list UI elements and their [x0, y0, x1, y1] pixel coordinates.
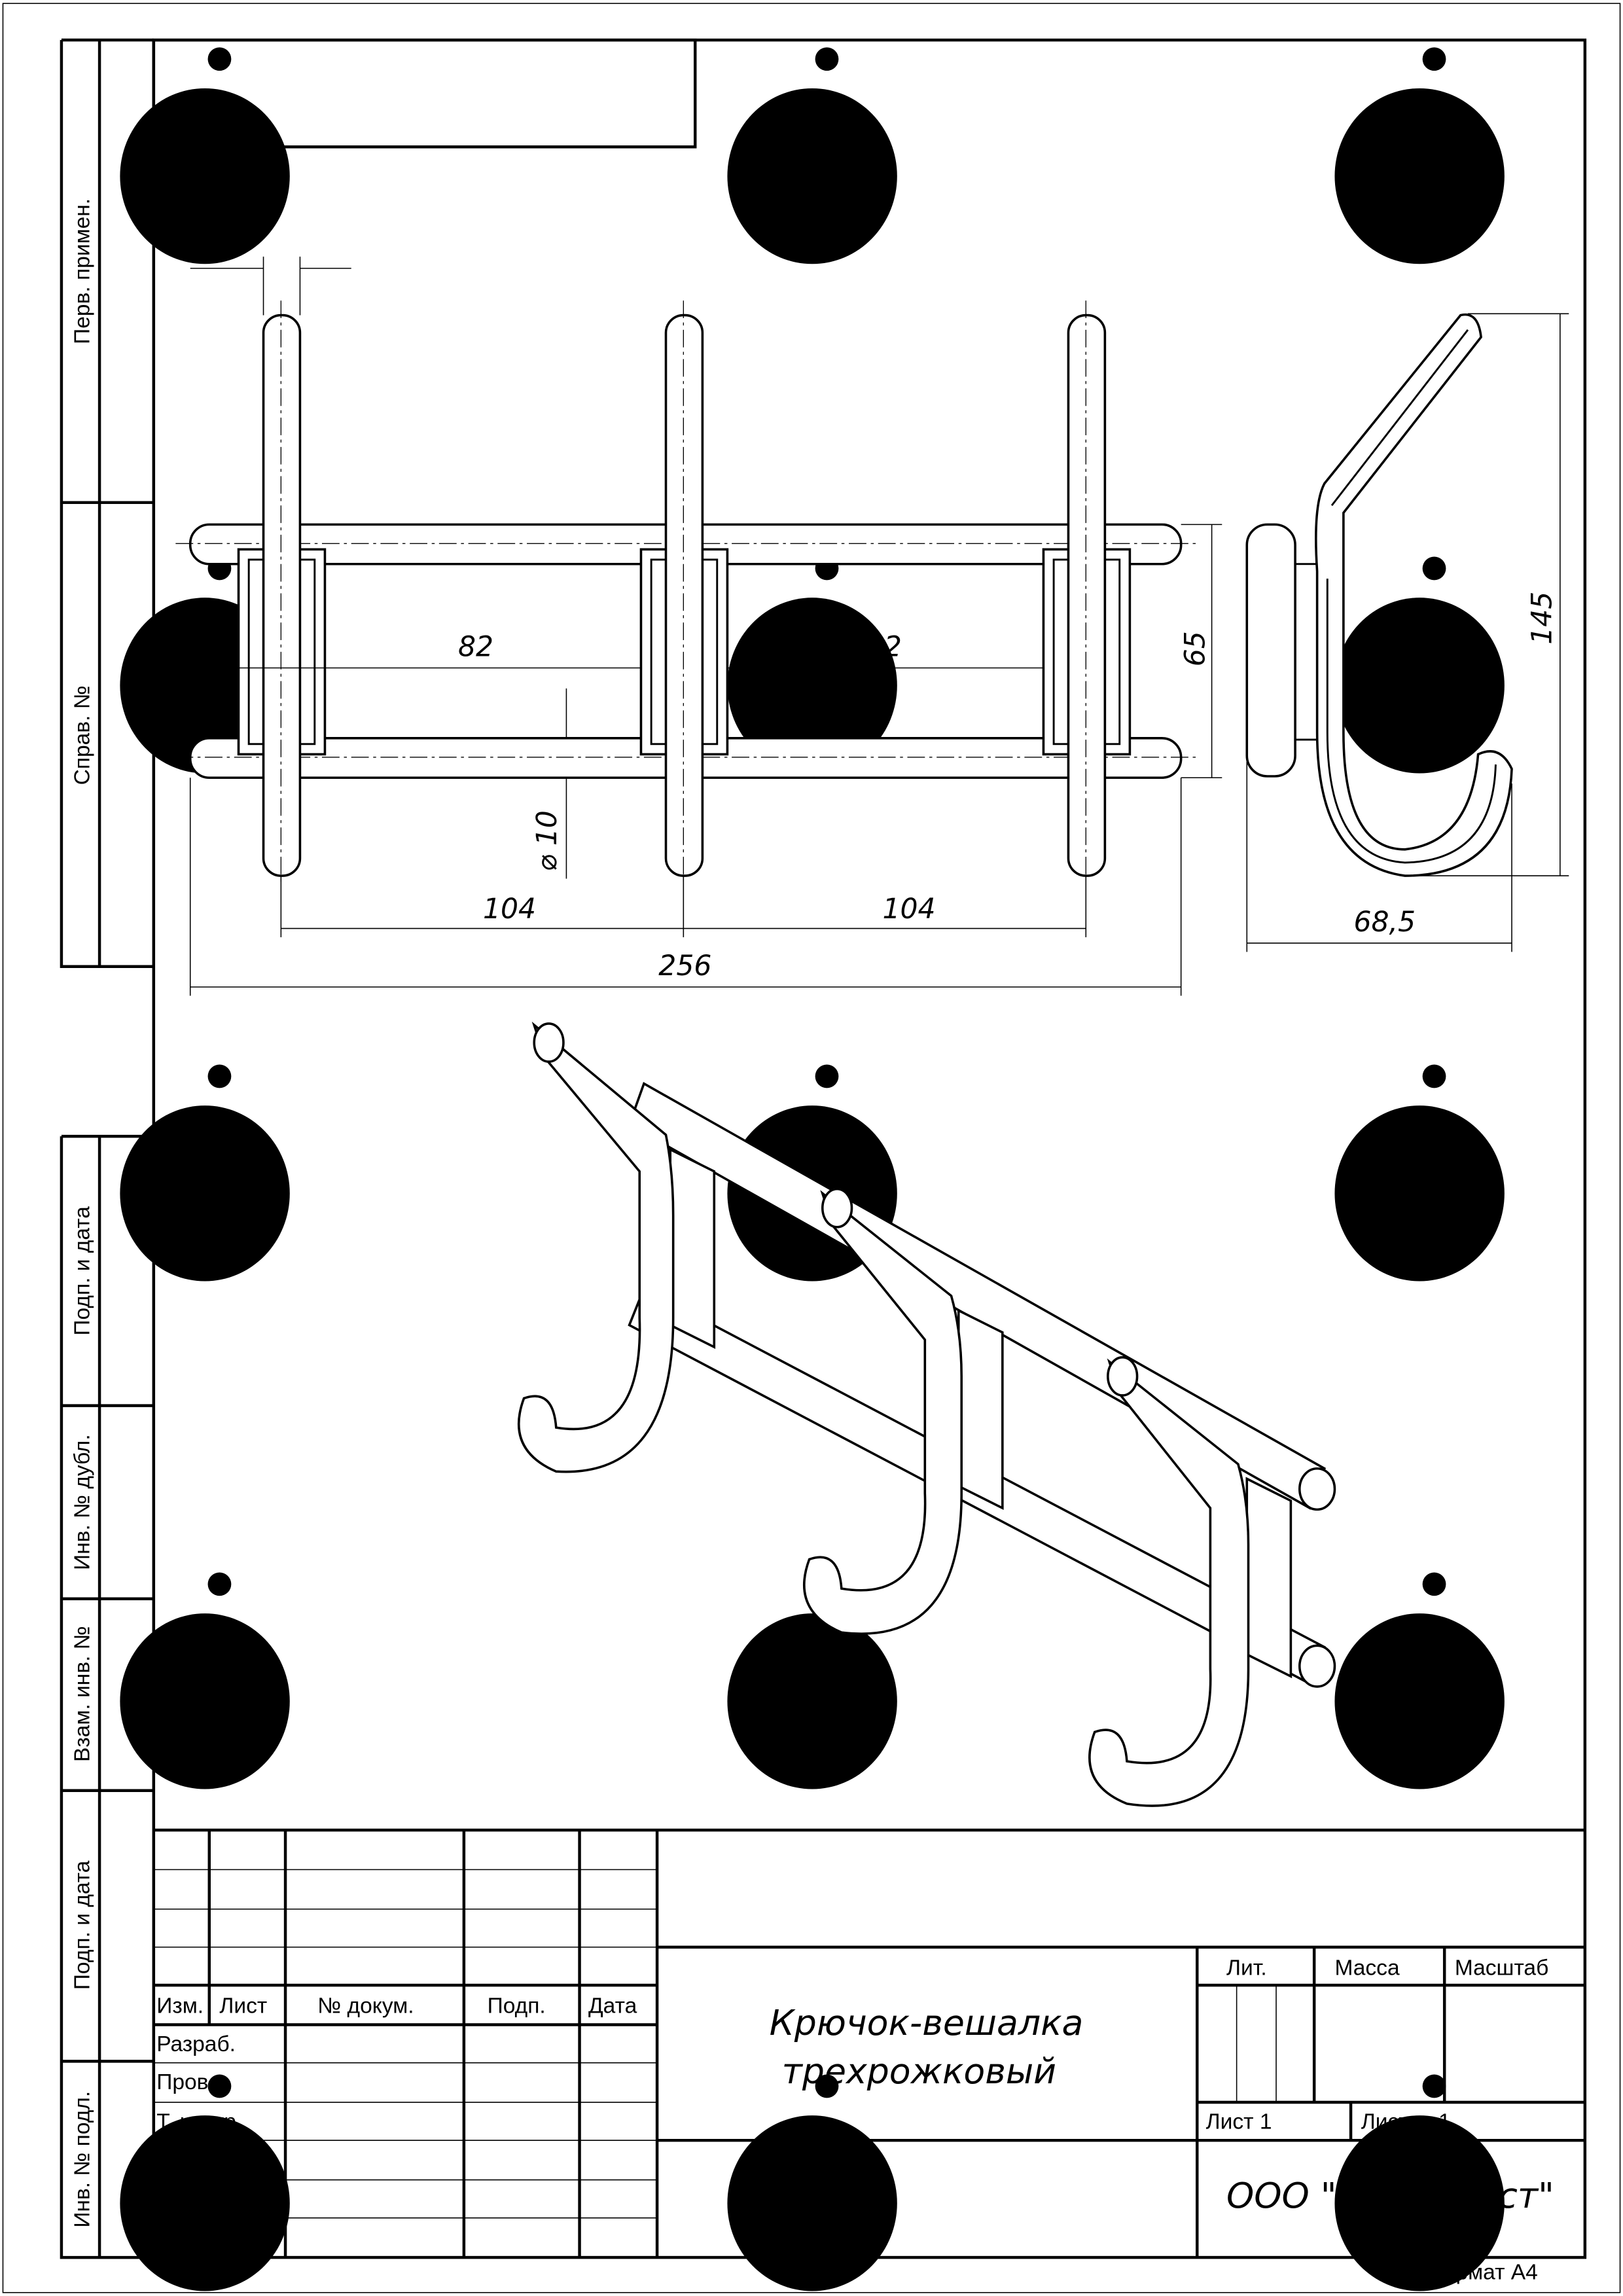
dim-side-depth: 68,5: [1354, 906, 1416, 939]
dim-side-height: 145: [1526, 592, 1558, 645]
front-dimensions: 10 22 82 82 65 ⌀ 10 104 104 256: [183, 233, 1222, 996]
header-doc-no: № докум.: [317, 1994, 414, 2018]
metallist-logo-icon: [120, 47, 290, 264]
dim-height: 65: [1179, 631, 1211, 666]
dim-plate-offset: 22: [186, 632, 221, 664]
format-label: Формат А4: [1427, 2261, 1537, 2285]
metallist-logo-icon: [1334, 1572, 1505, 1789]
stamp-vzam-inv: Взам. инв. №: [70, 1626, 94, 1762]
side-stamps: Перв. примен. Справ. № Подп. и дата Инв.…: [70, 198, 94, 2228]
metallist-logo-icon: [120, 1572, 290, 1789]
front-view: [175, 300, 1200, 886]
label-lit: Лит.: [1226, 1956, 1267, 1980]
drawing-title-line2: трехрожковый: [782, 2051, 1056, 2092]
dim-hook-width: 10: [200, 233, 236, 265]
role-prov: Пров.: [156, 2070, 215, 2094]
metallist-logo-icon: [1334, 556, 1505, 774]
drawing-title-line1: Крючок-вешалка: [770, 2002, 1084, 2043]
metallist-logo-icon: [1334, 47, 1505, 264]
dim-pitch-left: 104: [483, 893, 536, 925]
header-podp: Подп.: [488, 1994, 546, 2018]
company-name: ООО "Металлист": [1226, 2175, 1554, 2216]
dim-gap-left: 82: [458, 632, 493, 664]
watermark-logos: [120, 47, 1505, 2291]
role-utv: Утв.: [196, 2225, 238, 2250]
role-t-kontr: Т. контр.: [156, 2109, 242, 2134]
metallist-logo-icon: [727, 47, 897, 264]
role-n-kontr: Н. контр.: [156, 2187, 247, 2212]
stamp-inv-podl: Инв. № подл.: [70, 2091, 94, 2228]
dim-pitch-right: 104: [882, 893, 935, 925]
header-izm: Изм.: [156, 1994, 204, 2018]
side-view: [1245, 313, 1513, 877]
title-block: Изм. Лист № докум. Подп. Дата Разраб. Пр…: [153, 1828, 1585, 2258]
stamp-podp-data: Подп. и дата: [70, 1206, 94, 1336]
label-massa: Масса: [1334, 1956, 1399, 1980]
metallist-logo-icon: [120, 1064, 290, 1282]
dim-gap-right: 82: [866, 632, 902, 664]
stamp-perv-primen: Перв. примен.: [70, 198, 94, 344]
stamp-podp-data-2: Подп. и дата: [70, 1860, 94, 1990]
header-list: Лист: [219, 1994, 267, 2018]
label-masshtab: Масштаб: [1455, 1956, 1548, 1980]
header-data: Дата: [588, 1994, 637, 2018]
label-sheets: Листов 1: [1361, 2109, 1451, 2134]
isometric-view: [518, 1021, 1336, 1807]
dim-rod-diameter: ⌀ 10: [531, 810, 563, 871]
label-sheet: Лист 1: [1206, 2109, 1272, 2134]
sheet-frame: [2, 3, 1621, 2293]
stamp-inv-dubl: Инв. № дубл.: [70, 1434, 94, 1570]
stamp-sprav-no: Справ. №: [70, 685, 94, 785]
role-razrab: Разраб.: [156, 2032, 236, 2056]
metallist-logo-icon: [1334, 1064, 1505, 1282]
side-dimensions: 145 68,5: [1246, 313, 1569, 952]
dim-overall-length: 256: [658, 950, 711, 982]
